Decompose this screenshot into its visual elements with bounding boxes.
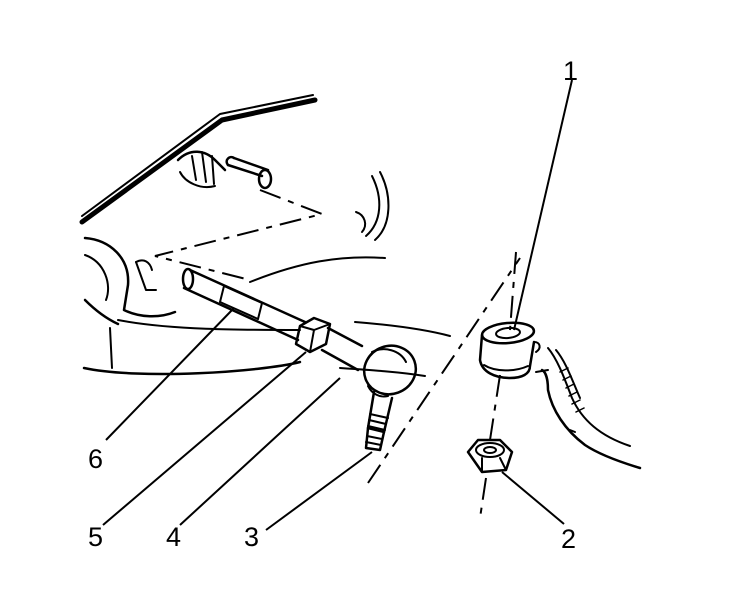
vehicle-frame-outline bbox=[79, 94, 451, 377]
callout-1: 1 bbox=[563, 56, 578, 86]
steering-knuckle bbox=[535, 347, 642, 470]
leader-line-3 bbox=[265, 451, 373, 531]
leader-line-5 bbox=[102, 351, 307, 526]
leader-line-2 bbox=[501, 471, 565, 525]
leader-line-1 bbox=[513, 79, 573, 331]
callout-4: 4 bbox=[166, 522, 181, 552]
boot-seal bbox=[478, 321, 541, 380]
callout-2: 2 bbox=[561, 524, 576, 554]
jam-nut bbox=[294, 316, 332, 354]
callout-5: 5 bbox=[88, 522, 103, 552]
alignment-lines bbox=[154, 189, 521, 519]
callout-labels: 1 2 3 4 5 6 bbox=[88, 56, 578, 554]
ball-stud bbox=[364, 390, 394, 452]
callout-3: 3 bbox=[244, 522, 259, 552]
leader-line-6 bbox=[105, 307, 235, 441]
outer-tie-rod-end bbox=[320, 326, 418, 398]
leader-line-4 bbox=[179, 377, 341, 526]
nut bbox=[466, 438, 514, 474]
callout-6: 6 bbox=[88, 444, 103, 474]
leader-lines bbox=[102, 79, 573, 531]
inner-tie-rod bbox=[181, 267, 307, 342]
